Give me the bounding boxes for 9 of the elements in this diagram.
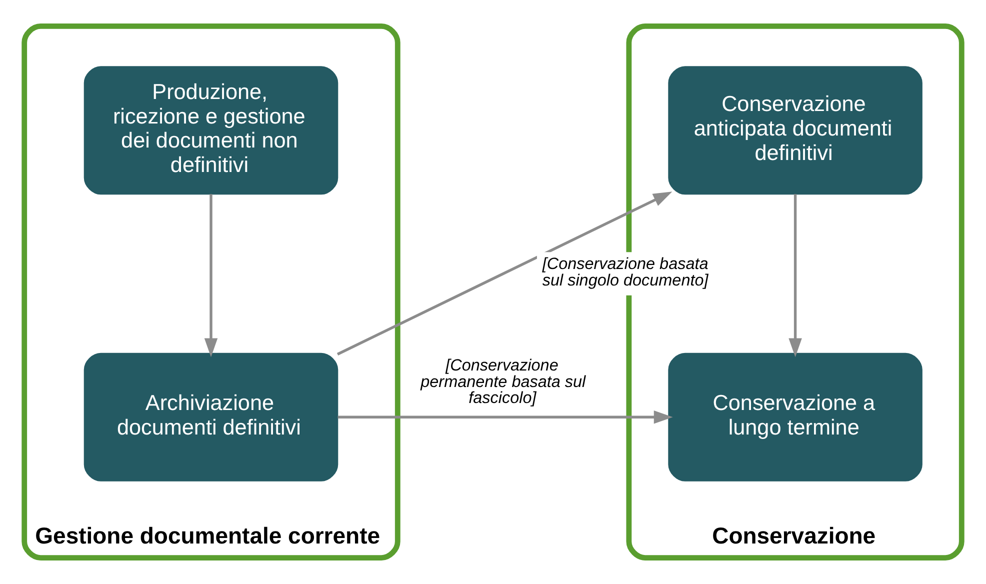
node-box: Conservazione a lungo termine xyxy=(668,352,922,482)
node-box: Produzione, ricezione e gestione dei documenti non definitivi xyxy=(84,66,338,195)
arrow xyxy=(204,194,218,358)
arrow xyxy=(336,192,672,356)
edge-label: [Conservazione permanente basata sul fascicolo] xyxy=(420,356,586,408)
arrow xyxy=(338,410,673,424)
node-box: Archiviazione documenti definitivi xyxy=(84,352,338,482)
node-box: Conservazione anticipata documenti definitivi xyxy=(668,66,922,195)
arrow xyxy=(788,194,802,358)
